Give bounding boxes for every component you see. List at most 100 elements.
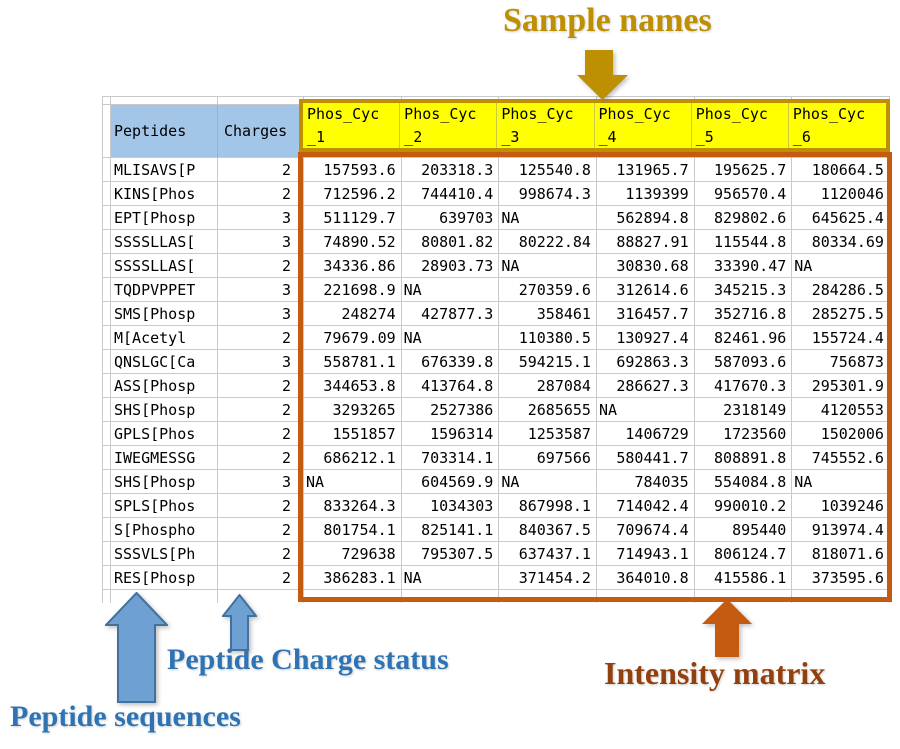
intensity-cell[interactable]: 2527386 [401,398,500,422]
intensity-cell[interactable]: 729638 [304,542,402,566]
intensity-cell[interactable]: 1039246 [792,494,890,518]
peptide-cell[interactable]: SSSSLLAS[ [111,230,218,254]
intensity-cell[interactable]: 744410.4 [401,182,500,206]
intensity-cell[interactable]: 801754.1 [304,518,402,542]
intensity-cell[interactable]: 2685655 [499,398,597,422]
charge-cell[interactable]: 2 [218,494,304,518]
charges-header-cell[interactable]: Charges [218,105,304,158]
intensity-cell[interactable]: 956570.4 [694,182,793,206]
intensity-cell[interactable]: 554084.8 [694,470,793,494]
sample-header-cell[interactable]: Phos_Cyc_1 [303,103,401,148]
charge-cell[interactable]: 3 [218,278,304,302]
intensity-cell[interactable]: 1253587 [499,422,597,446]
intensity-cell[interactable]: 125540.8 [499,158,597,182]
intensity-cell[interactable]: 712596.2 [304,182,402,206]
intensity-cell[interactable]: 80222.84 [499,230,597,254]
intensity-cell[interactable]: 745552.6 [792,446,890,470]
peptide-cell[interactable]: S[Phospho [111,518,218,542]
intensity-cell[interactable]: 221698.9 [304,278,402,302]
intensity-cell[interactable]: 358461 [499,302,597,326]
peptide-cell[interactable]: SSSVLS[Ph [111,542,218,566]
charge-cell[interactable]: 3 [218,350,304,374]
intensity-cell[interactable]: 998674.3 [499,182,597,206]
charge-cell[interactable]: 2 [218,446,304,470]
intensity-cell[interactable]: 287084 [499,374,597,398]
intensity-cell[interactable]: 364010.8 [596,566,695,590]
intensity-cell[interactable]: 840367.5 [499,518,597,542]
intensity-cell[interactable]: NA [499,254,597,278]
charge-cell[interactable]: 2 [218,518,304,542]
intensity-cell[interactable]: 344653.8 [304,374,402,398]
sample-header-cell[interactable]: Phos_Cyc_3 [497,103,595,148]
intensity-cell[interactable]: 825141.1 [401,518,500,542]
intensity-cell[interactable]: 709674.4 [596,518,695,542]
intensity-cell[interactable]: 34336.86 [304,254,402,278]
intensity-cell[interactable]: 270359.6 [499,278,597,302]
intensity-cell[interactable]: 284286.5 [792,278,890,302]
intensity-cell[interactable]: 511129.7 [304,206,402,230]
intensity-cell[interactable]: 195625.7 [694,158,793,182]
intensity-cell[interactable]: 2318149 [694,398,793,422]
intensity-cell[interactable]: 352716.8 [694,302,793,326]
sample-header-cell[interactable]: Phos_Cyc_6 [792,105,866,146]
intensity-cell[interactable]: 1120046 [792,182,890,206]
intensity-cell[interactable]: 295301.9 [792,374,890,398]
intensity-cell[interactable]: 558781.1 [304,350,402,374]
intensity-cell[interactable]: 386283.1 [304,566,402,590]
intensity-cell[interactable]: 1723560 [694,422,793,446]
peptide-cell[interactable]: TQDPVPPET [111,278,218,302]
charge-cell[interactable]: 2 [218,254,304,278]
intensity-cell[interactable]: 203318.3 [401,158,500,182]
intensity-cell[interactable]: NA [792,254,890,278]
intensity-cell[interactable]: 1406729 [596,422,695,446]
intensity-cell[interactable]: 594215.1 [499,350,597,374]
intensity-cell[interactable]: NA [401,278,500,302]
intensity-cell[interactable]: 697566 [499,446,597,470]
intensity-cell[interactable]: 80801.82 [401,230,500,254]
peptide-cell[interactable]: GPLS[Phos [111,422,218,446]
intensity-cell[interactable]: 417670.3 [694,374,793,398]
intensity-cell[interactable]: 28903.73 [401,254,500,278]
intensity-cell[interactable]: 155724.4 [792,326,890,350]
intensity-cell[interactable]: 33390.47 [694,254,793,278]
intensity-cell[interactable]: NA [401,566,500,590]
intensity-cell[interactable]: NA [304,470,402,494]
charge-cell[interactable]: 3 [218,302,304,326]
peptide-cell[interactable]: EPT[Phosp [111,206,218,230]
charge-cell[interactable]: 2 [218,422,304,446]
intensity-cell[interactable]: 30830.68 [596,254,695,278]
intensity-cell[interactable]: 645625.4 [792,206,890,230]
intensity-cell[interactable]: 1596314 [401,422,500,446]
intensity-cell[interactable]: 676339.8 [401,350,500,374]
intensity-cell[interactable]: NA [499,206,597,230]
charge-cell[interactable]: 2 [218,374,304,398]
intensity-cell[interactable]: NA [401,326,500,350]
charge-cell[interactable]: 2 [218,398,304,422]
intensity-cell[interactable]: 714943.1 [596,542,695,566]
sample-header-cell[interactable]: Phos_Cyc_4 [595,103,692,148]
intensity-cell[interactable]: 1139399 [596,182,695,206]
intensity-cell[interactable]: 692863.3 [596,350,695,374]
intensity-cell[interactable]: 818071.6 [792,542,890,566]
peptides-header-cell[interactable]: Peptides [111,105,218,158]
intensity-cell[interactable]: 130927.4 [596,326,695,350]
intensity-cell[interactable]: 587093.6 [694,350,793,374]
intensity-cell[interactable]: 413764.8 [401,374,500,398]
sample-header-cell[interactable]: Phos_Cyc_5 [692,103,789,148]
intensity-cell[interactable]: 4120553 [792,398,890,422]
intensity-cell[interactable]: 131965.7 [596,158,695,182]
charge-cell[interactable]: 2 [218,326,304,350]
peptide-cell[interactable]: ASS[Phosp [111,374,218,398]
intensity-cell[interactable]: 562894.8 [596,206,695,230]
intensity-cell[interactable]: 88827.91 [596,230,695,254]
peptide-cell[interactable]: QNSLGC[Ca [111,350,218,374]
peptide-cell[interactable]: RES[Phosp [111,566,218,590]
intensity-cell[interactable]: 373595.6 [792,566,890,590]
charge-cell[interactable]: 3 [218,206,304,230]
intensity-cell[interactable]: 285275.5 [792,302,890,326]
intensity-cell[interactable]: 286627.3 [596,374,695,398]
charge-cell[interactable]: 2 [218,182,304,206]
intensity-cell[interactable]: 895440 [694,518,793,542]
intensity-cell[interactable]: 110380.5 [499,326,597,350]
intensity-cell[interactable]: 795307.5 [401,542,500,566]
